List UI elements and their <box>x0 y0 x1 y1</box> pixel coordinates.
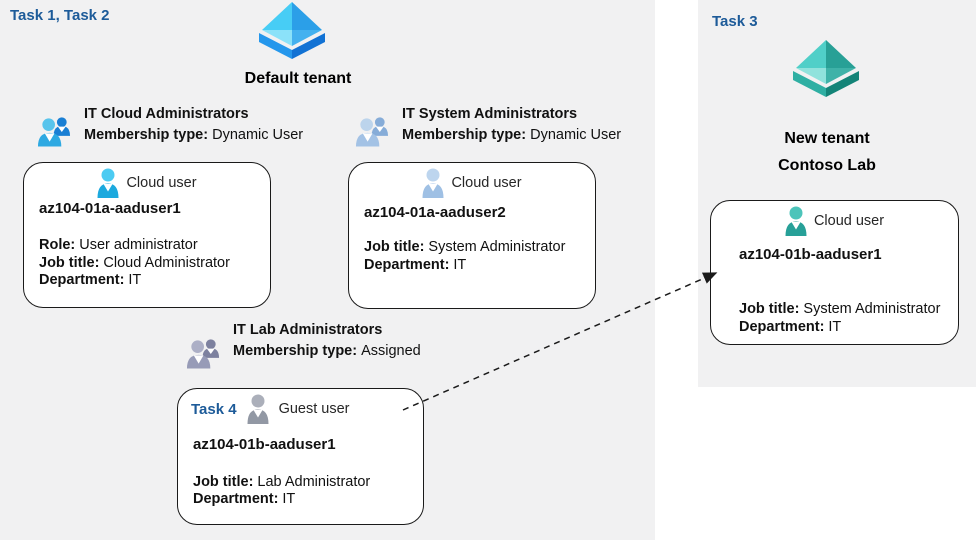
field-value: Cloud Administrator <box>103 254 230 271</box>
membership-label: Membership type: <box>233 343 358 359</box>
field-value: System Administrator <box>428 239 566 255</box>
cloud-user-icon <box>785 206 807 236</box>
field-value: IT <box>828 318 842 335</box>
user-card-aaduser2: Cloud user az104-01a-aaduser2 Job title:… <box>348 162 596 309</box>
membership-label: Membership type: <box>84 127 209 143</box>
task-label-right: Task 3 <box>712 13 758 30</box>
azure-ad-icon-teal <box>793 40 859 97</box>
field-label: Department: <box>39 272 125 288</box>
field-label: Role: <box>39 237 76 253</box>
user-type-label: Cloud user <box>813 213 885 229</box>
group-name: IT Lab Administrators <box>233 322 383 338</box>
field-label: Job title: <box>364 239 425 255</box>
group-membership: Membership type:Dynamic User <box>402 127 621 143</box>
new-tenant-title: New tenant Contoso Lab <box>712 125 942 179</box>
field-value: Lab Administrator <box>257 474 371 490</box>
azure-ad-icon <box>259 2 325 59</box>
user-type-label: Cloud user <box>451 175 522 191</box>
membership-value: Dynamic User <box>530 127 622 143</box>
group-membership: Membership type:Assigned <box>233 343 421 359</box>
new-tenant-line2: Contoso Lab <box>778 157 876 174</box>
user-name: az104-01b-aaduser1 <box>739 246 882 263</box>
guest-user-icon <box>247 394 269 424</box>
group-users-icon <box>37 117 71 147</box>
membership-value: Dynamic User <box>212 127 304 143</box>
task-label-left: Task 1, Task 2 <box>10 7 110 24</box>
user-fields: Job title:System Administrator Departmen… <box>364 239 565 274</box>
membership-label: Membership type: <box>402 127 527 143</box>
group-it-lab-administrators: IT Lab Administrators Membership type:As… <box>186 322 421 369</box>
cloud-user-icon <box>422 168 444 198</box>
field-label: Job title: <box>39 254 100 271</box>
guest-user-card: Task 4 Guest user az104-01b-aaduser1 Job… <box>177 388 424 525</box>
default-tenant-title: Default tenant <box>244 70 352 87</box>
group-users-icon <box>355 117 389 147</box>
field-value: System Administrator <box>803 301 941 317</box>
user-type-label: Guest user <box>278 401 350 417</box>
user-name: az104-01a-aaduser2 <box>364 204 506 221</box>
field-value: User administrator <box>79 237 198 253</box>
card-header: Cloud user <box>711 205 958 237</box>
group-users-icon <box>186 339 220 369</box>
user-card-aaduser1: Cloud user az104-01a-aaduser1 Role:User … <box>23 162 271 308</box>
user-type-label: Cloud user <box>126 175 197 191</box>
field-value: IT <box>282 490 296 507</box>
group-membership: Membership type:Dynamic User <box>84 127 303 143</box>
card-header: Cloud user <box>24 167 270 199</box>
card-header: Task 4 Guest user <box>178 393 423 425</box>
membership-value: Assigned <box>361 343 421 359</box>
field-label: Job title: <box>739 301 800 317</box>
field-label: Department: <box>364 256 450 273</box>
user-fields: Job title:Lab Administrator Department:I… <box>193 474 370 507</box>
user-name: az104-01a-aaduser1 <box>39 200 181 217</box>
field-value: IT <box>453 256 467 273</box>
group-it-system-administrators: IT System Administrators Membership type… <box>355 106 621 147</box>
group-name: IT Cloud Administrators <box>84 106 249 122</box>
field-label: Department: <box>739 318 825 335</box>
user-name: az104-01b-aaduser1 <box>193 436 336 453</box>
cloud-user-icon <box>97 168 119 198</box>
task-label-card: Task 4 <box>191 400 237 418</box>
card-header: Cloud user <box>349 167 595 199</box>
new-tenant-line1: New tenant <box>784 130 870 147</box>
field-value: IT <box>128 272 142 288</box>
new-tenant-user-card: Cloud user az104-01b-aaduser1 Job title:… <box>710 200 959 345</box>
user-fields: Job title:System Administrator Departmen… <box>739 301 940 336</box>
field-label: Department: <box>193 490 279 507</box>
user-fields: Role:User administrator Job title:Cloud … <box>39 237 230 290</box>
field-label: Job title: <box>193 474 254 490</box>
group-it-cloud-administrators: IT Cloud Administrators Membership type:… <box>37 106 303 147</box>
group-name: IT System Administrators <box>402 106 578 122</box>
